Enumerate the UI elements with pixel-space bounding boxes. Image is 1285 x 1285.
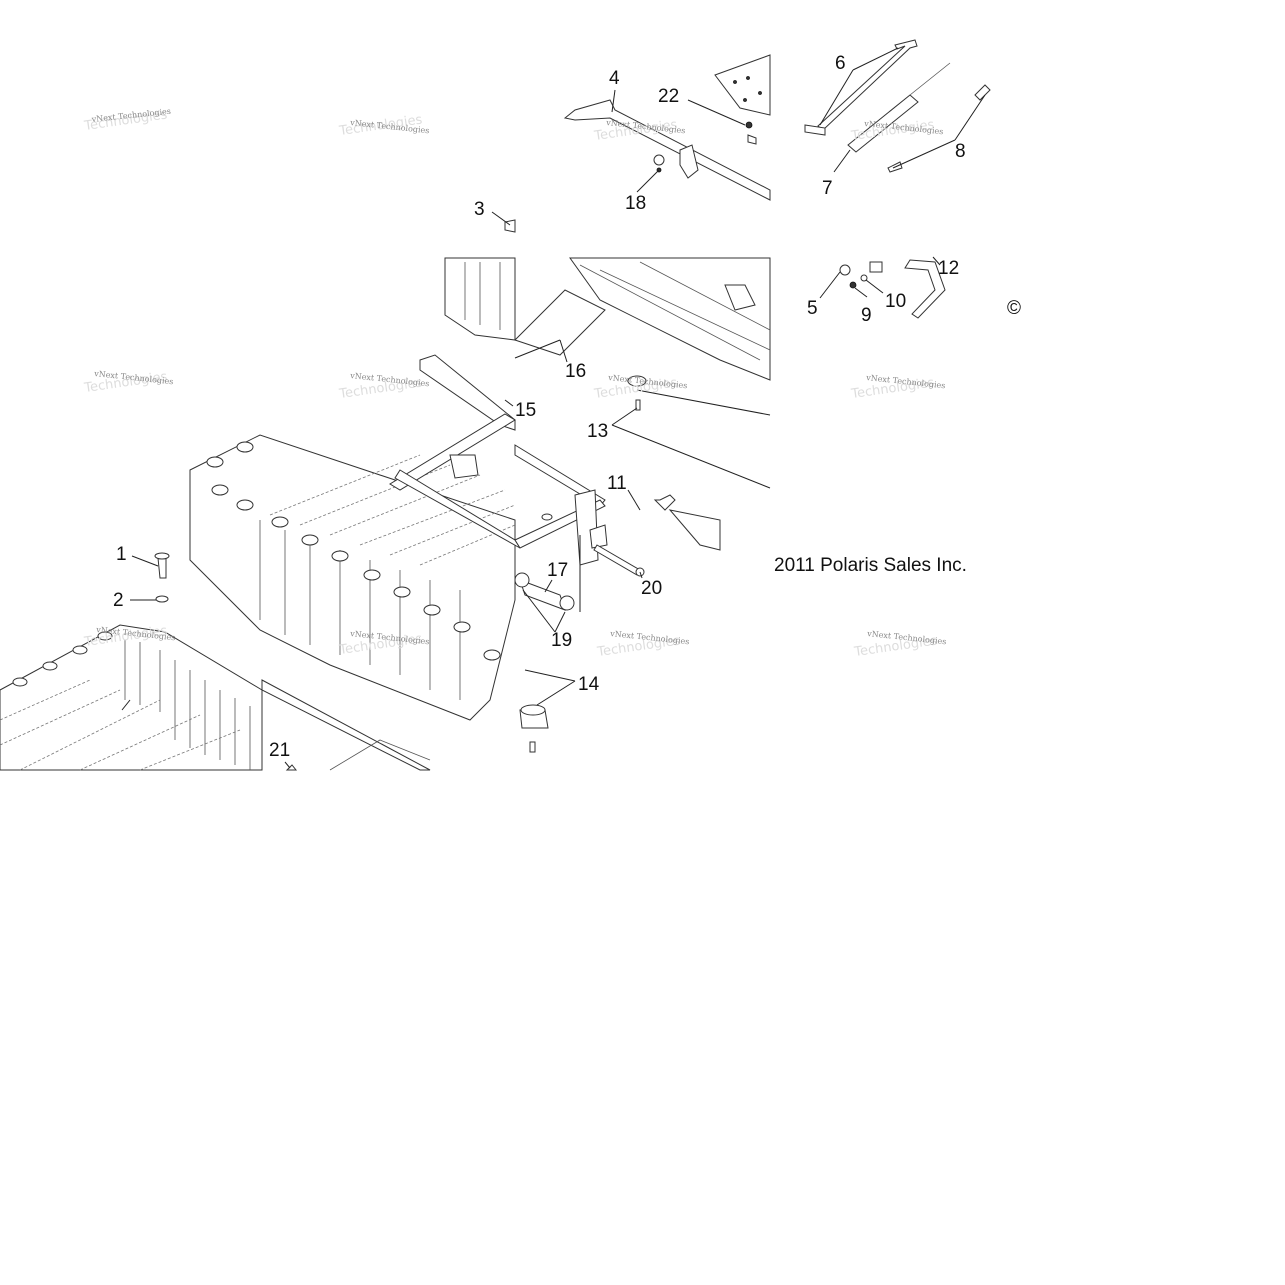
copyright-text: 2011 Polaris Sales Inc. (774, 555, 967, 576)
callout-10: 10 (885, 291, 906, 312)
small-hardware (154, 375, 721, 771)
callout-20: 20 (641, 578, 662, 599)
top-right-parts (804, 39, 991, 319)
leader-lines (121, 47, 986, 769)
callout-17: 17 (547, 560, 568, 581)
callout-12: 12 (938, 258, 959, 279)
callout-2: 2 (113, 590, 124, 611)
cab-box (444, 257, 771, 381)
cargo-bed-rear (0, 624, 263, 771)
callout-21: 21 (269, 740, 290, 761)
callout-14: 14 (578, 674, 600, 695)
callout-16: 16 (565, 361, 586, 382)
callout-9: 9 (861, 305, 872, 326)
callout-15: 15 (515, 400, 536, 421)
callout-19: 19 (551, 630, 572, 651)
bed-frame (389, 354, 608, 566)
callout-5: 5 (807, 298, 818, 319)
callout-18: 18 (625, 193, 646, 214)
callout-13: 13 (587, 421, 608, 442)
callout-3: 3 (474, 199, 485, 220)
callout-4: 4 (609, 68, 620, 89)
callout-labels: 1 2 3 4 5 6 7 8 9 10 11 12 13 14 15 16 1… (113, 53, 966, 761)
callout-7: 7 (822, 178, 833, 199)
callout-11: 11 (607, 473, 627, 494)
callout-22: 22 (658, 86, 679, 107)
top-frame (504, 54, 771, 233)
callout-1: 1 (116, 544, 127, 565)
callout-8: 8 (955, 141, 966, 162)
copyright-symbol: © (1007, 298, 1021, 319)
cargo-bed-main (189, 434, 516, 721)
lower-frame-rail (261, 679, 431, 771)
callout-6: 6 (835, 53, 846, 74)
